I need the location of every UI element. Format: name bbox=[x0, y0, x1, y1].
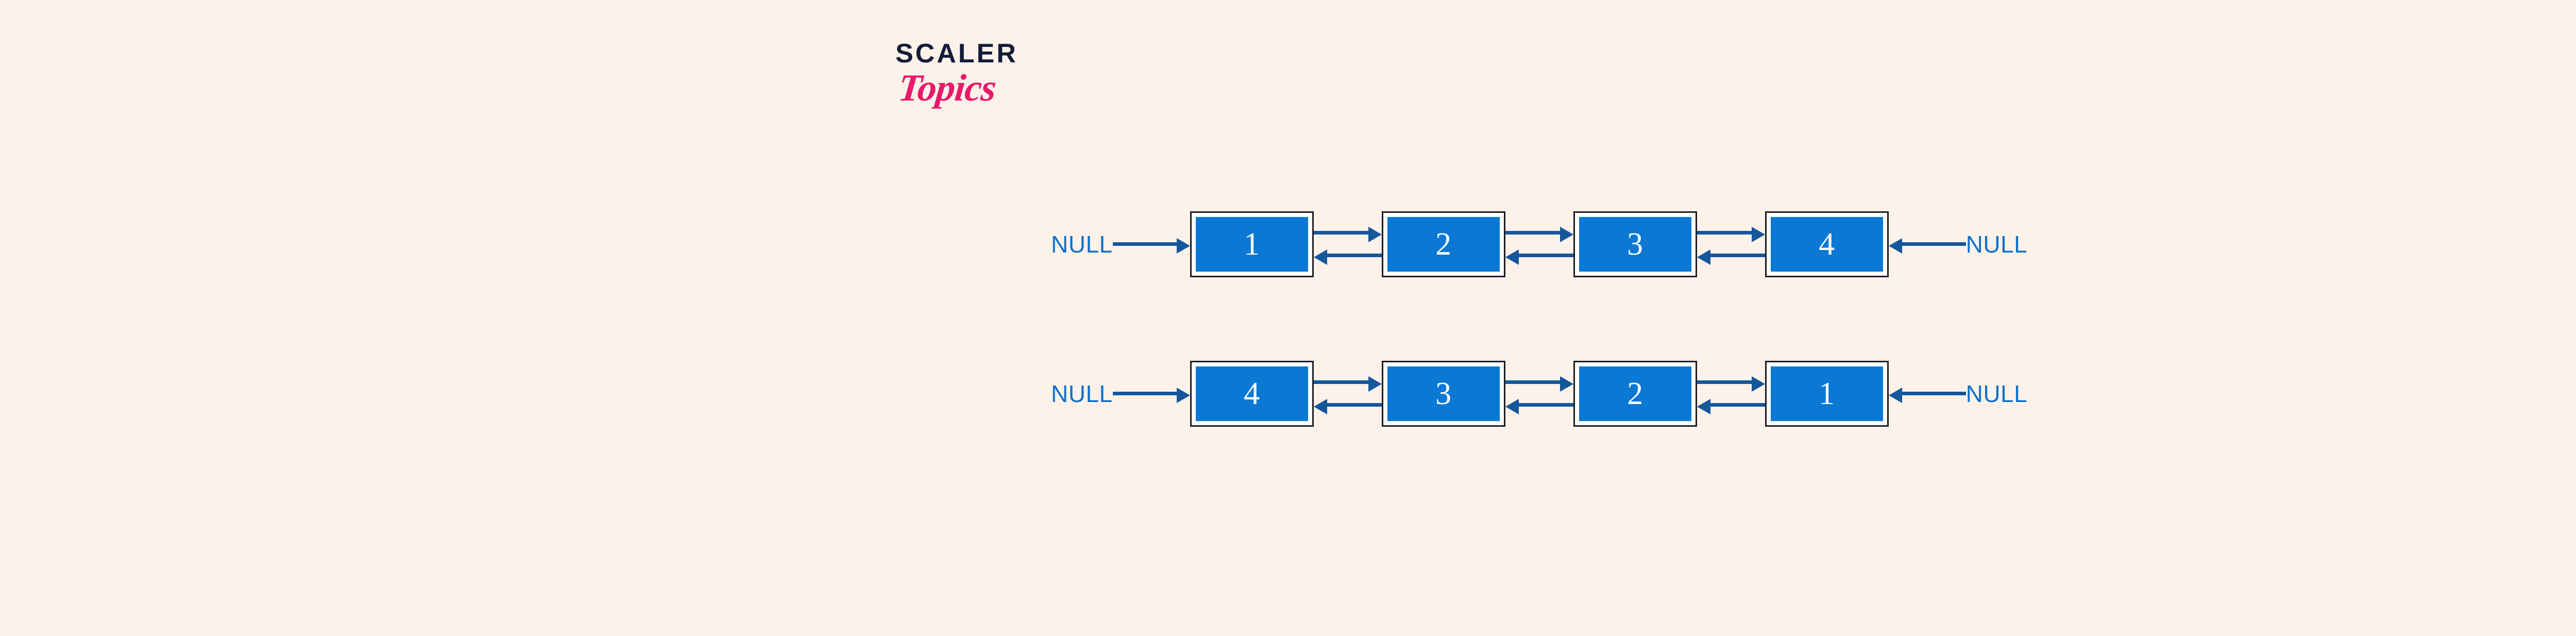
list-node: 1 bbox=[1765, 361, 1889, 427]
arrow-tail-to-null-reversed bbox=[1888, 361, 1966, 427]
arrow-line bbox=[1517, 254, 1573, 257]
node-value: 1 bbox=[1244, 227, 1260, 262]
arrow-line bbox=[1112, 392, 1178, 395]
node-fill: 4 bbox=[1770, 217, 1883, 272]
null-label-head-reversed: NULL bbox=[1051, 380, 1113, 407]
linked-list-reversed-inner: NULL 4 3 bbox=[1051, 342, 2027, 445]
linked-list-original-inner: NULL 1 2 bbox=[1051, 193, 2027, 296]
list-node: 3 bbox=[1381, 361, 1505, 427]
linked-list-row-original: NULL 1 2 bbox=[0, 193, 2576, 296]
null-label-head-original: NULL bbox=[1051, 231, 1113, 258]
arrow-pair-node1-node2-reversed bbox=[1313, 361, 1382, 427]
node-fill: 3 bbox=[1387, 366, 1500, 421]
node-value: 1 bbox=[1819, 376, 1835, 411]
arrow-head-right-icon bbox=[1751, 376, 1765, 392]
arrow-line bbox=[1326, 403, 1382, 407]
list-node: 3 bbox=[1573, 211, 1697, 277]
arrow-line bbox=[1697, 380, 1753, 384]
arrow-head-left-icon bbox=[1888, 388, 1902, 403]
arrow-line bbox=[1112, 242, 1178, 246]
arrow-null-to-head-original bbox=[1112, 211, 1190, 277]
arrow-line bbox=[1313, 380, 1369, 384]
node-value: 2 bbox=[1435, 227, 1452, 262]
node-fill: 1 bbox=[1770, 366, 1883, 421]
list-node: 2 bbox=[1573, 361, 1697, 427]
arrow-head-left-icon bbox=[1888, 238, 1902, 254]
node-fill: 1 bbox=[1195, 217, 1308, 272]
arrow-pair-node1-node2-original bbox=[1313, 211, 1382, 277]
arrow-head-left-icon bbox=[1313, 249, 1327, 265]
arrow-head-left-icon bbox=[1313, 399, 1327, 414]
arrow-line bbox=[1505, 231, 1561, 235]
arrow-pair-node3-node4-reversed bbox=[1697, 361, 1765, 427]
scaler-topics-logo: SCALER Topics bbox=[895, 40, 1029, 128]
arrow-head-right-icon bbox=[1560, 227, 1573, 242]
arrow-null-to-head-reversed bbox=[1112, 361, 1190, 427]
node-fill: 4 bbox=[1195, 366, 1308, 421]
list-node: 2 bbox=[1381, 211, 1505, 277]
arrow-head-right-icon bbox=[1176, 238, 1190, 254]
arrow-head-left-icon bbox=[1505, 399, 1519, 414]
arrow-head-right-icon bbox=[1368, 376, 1382, 392]
arrow-line bbox=[1517, 403, 1573, 407]
arrow-head-right-icon bbox=[1368, 227, 1382, 242]
list-node: 4 bbox=[1765, 211, 1889, 277]
arrow-pair-node2-node3-reversed bbox=[1505, 361, 1573, 427]
node-fill: 2 bbox=[1387, 217, 1500, 272]
arrow-head-left-icon bbox=[1697, 249, 1710, 265]
node-value: 4 bbox=[1819, 227, 1835, 262]
node-value: 4 bbox=[1244, 376, 1260, 411]
node-fill: 3 bbox=[1579, 217, 1691, 272]
arrow-head-right-icon bbox=[1560, 376, 1573, 392]
node-fill: 2 bbox=[1579, 366, 1691, 421]
arrow-line bbox=[1505, 380, 1561, 384]
arrow-head-left-icon bbox=[1697, 399, 1710, 414]
arrow-pair-node2-node3-original bbox=[1505, 211, 1573, 277]
logo-secondary-text: Topics bbox=[896, 67, 998, 109]
arrow-line bbox=[1697, 231, 1753, 235]
null-label-tail-reversed: NULL bbox=[1965, 380, 2028, 407]
node-value: 3 bbox=[1627, 227, 1643, 262]
arrow-line bbox=[1901, 392, 1966, 395]
arrow-head-right-icon bbox=[1176, 388, 1190, 403]
node-value: 3 bbox=[1435, 376, 1452, 411]
list-node: 4 bbox=[1190, 361, 1314, 427]
arrow-line bbox=[1313, 231, 1369, 235]
arrow-line bbox=[1901, 242, 1966, 246]
arrow-line bbox=[1709, 403, 1765, 407]
null-label-tail-original: NULL bbox=[1965, 231, 2028, 258]
logo-primary-text: SCALER bbox=[895, 39, 1018, 69]
arrow-pair-node3-node4-original bbox=[1697, 211, 1765, 277]
arrow-tail-to-null-original bbox=[1888, 211, 1966, 277]
arrow-head-left-icon bbox=[1505, 249, 1519, 265]
arrow-line bbox=[1709, 254, 1765, 257]
arrow-line bbox=[1326, 254, 1382, 257]
arrow-head-right-icon bbox=[1751, 227, 1765, 242]
list-node: 1 bbox=[1190, 211, 1314, 277]
linked-list-row-reversed: NULL 4 3 bbox=[0, 342, 2576, 445]
node-value: 2 bbox=[1627, 376, 1643, 411]
